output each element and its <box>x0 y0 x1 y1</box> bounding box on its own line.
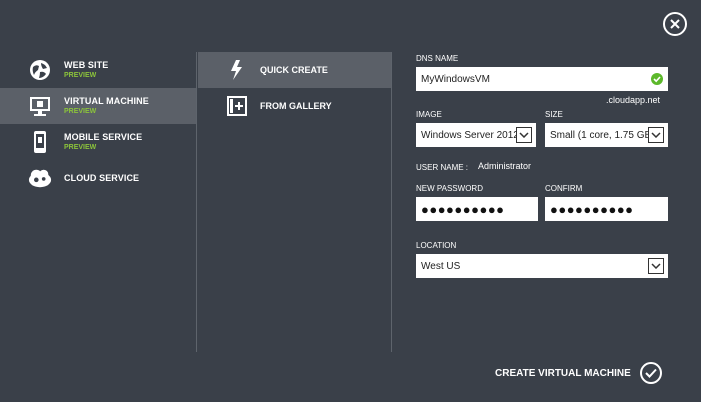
column-divider <box>391 52 392 352</box>
close-icon <box>670 19 680 29</box>
option-from-gallery[interactable]: FROM GALLERY <box>198 88 391 124</box>
category-web-site[interactable]: WEB SITE PREVIEW <box>0 52 196 88</box>
lightning-icon <box>226 59 248 81</box>
category-label: VIRTUAL MACHINE <box>64 96 149 106</box>
username-label: USER NAME : <box>416 163 469 172</box>
category-label: CLOUD SERVICE <box>64 172 140 183</box>
category-mobile-service[interactable]: MOBILE SERVICE PREVIEW <box>0 124 196 160</box>
confirm-password-value: ●●●●●●●●●● <box>550 201 634 217</box>
size-select[interactable]: Small (1 core, 1.75 GB <box>545 123 668 147</box>
new-password-value: ●●●●●●●●●● <box>421 201 505 217</box>
option-quick-create[interactable]: QUICK CREATE <box>198 52 391 88</box>
globe-icon <box>28 58 52 82</box>
preview-badge: PREVIEW <box>64 108 97 115</box>
new-password-field[interactable]: ●●●●●●●●●● <box>416 197 538 221</box>
category-label: WEB SITE <box>64 60 109 70</box>
mobile-icon <box>28 130 52 154</box>
gallery-plus-icon <box>226 95 248 117</box>
category-cloud-service[interactable]: CLOUD SERVICE <box>0 160 196 196</box>
dns-name-field[interactable] <box>416 67 668 91</box>
confirm-password-label: CONFIRM <box>545 184 583 193</box>
chevron-down-icon <box>519 132 529 138</box>
location-selected-value: West US <box>421 260 461 272</box>
image-selected-value: Windows Server 2012, <box>421 129 522 141</box>
dns-suffix: .cloudapp.net <box>606 95 661 105</box>
location-select[interactable]: West US <box>416 254 668 278</box>
username-value: Administrator <box>478 161 532 171</box>
image-dropdown-button[interactable] <box>516 127 532 143</box>
preview-badge: PREVIEW <box>64 72 97 79</box>
create-button-label: CREATE VIRTUAL MACHINE <box>495 367 631 379</box>
gears-icon <box>28 166 52 190</box>
chevron-down-icon <box>651 263 661 269</box>
dns-name-label: DNS NAME <box>416 54 459 63</box>
location-label: LOCATION <box>416 241 457 250</box>
image-label: IMAGE <box>416 110 442 119</box>
size-label: SIZE <box>545 110 563 119</box>
category-label: MOBILE SERVICE <box>64 132 143 142</box>
chevron-down-icon <box>651 132 661 138</box>
option-label: QUICK CREATE <box>260 65 328 75</box>
dns-name-input[interactable] <box>421 73 668 85</box>
create-virtual-machine-button[interactable]: CREATE VIRTUAL MACHINE <box>495 360 662 386</box>
confirm-password-field[interactable]: ●●●●●●●●●● <box>545 197 668 221</box>
close-button[interactable] <box>663 12 687 36</box>
location-dropdown-button[interactable] <box>648 258 664 274</box>
valid-check-icon <box>651 73 663 85</box>
category-virtual-machine[interactable]: VIRTUAL MACHINE PREVIEW <box>0 88 196 124</box>
image-select[interactable]: Windows Server 2012, <box>416 123 536 147</box>
column-divider <box>196 52 197 352</box>
preview-badge: PREVIEW <box>64 144 97 151</box>
size-dropdown-button[interactable] <box>648 127 664 143</box>
size-selected-value: Small (1 core, 1.75 GB <box>550 129 652 141</box>
checkmark-icon <box>639 362 662 384</box>
new-password-label: NEW PASSWORD <box>416 184 483 193</box>
option-label: FROM GALLERY <box>260 101 332 111</box>
monitor-icon <box>28 94 52 118</box>
